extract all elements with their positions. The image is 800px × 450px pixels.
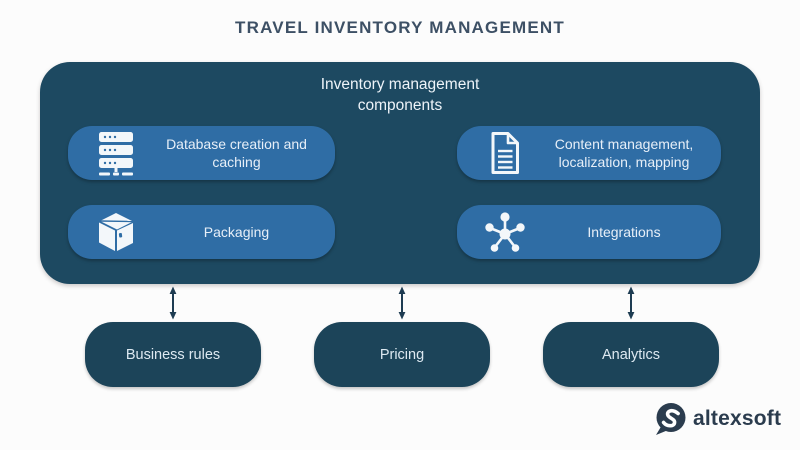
package-box-icon [68,211,164,253]
server-stack-icon [68,131,164,176]
network-hub-icon [457,210,553,254]
double-arrow-business-rules [169,286,177,320]
module-label: Pricing [379,346,425,363]
altexsoft-logo-mark-icon [654,402,687,436]
module-pricing: Pricing [314,322,490,387]
module-business-rules: Business rules [85,322,261,387]
double-arrow-pricing [398,286,406,320]
component-packaging: Packaging [68,205,335,259]
page-title: TRAVEL INVENTORY MANAGEMENT [235,18,565,37]
container-title: Inventory management components [320,76,480,114]
module-analytics: Analytics [543,322,719,387]
component-label: Database creation and caching [166,135,307,170]
double-arrow-analytics [627,286,635,320]
document-icon [457,131,553,175]
inventory-components-container: Inventory management components Database… [40,62,760,284]
component-database-creation: Database creation and caching [68,126,335,180]
altexsoft-logo-text: altexsoft [693,407,782,430]
component-content-management: Content management, localization, mappin… [457,126,721,180]
module-label: Analytics [601,346,661,363]
component-label: Packaging [203,223,270,240]
component-label: Integrations [587,223,661,240]
altexsoft-logo: altexsoft [654,402,781,436]
component-label: Content management, localization, mappin… [554,135,694,170]
component-integrations: Integrations [457,205,721,259]
module-label: Business rules [125,346,221,363]
